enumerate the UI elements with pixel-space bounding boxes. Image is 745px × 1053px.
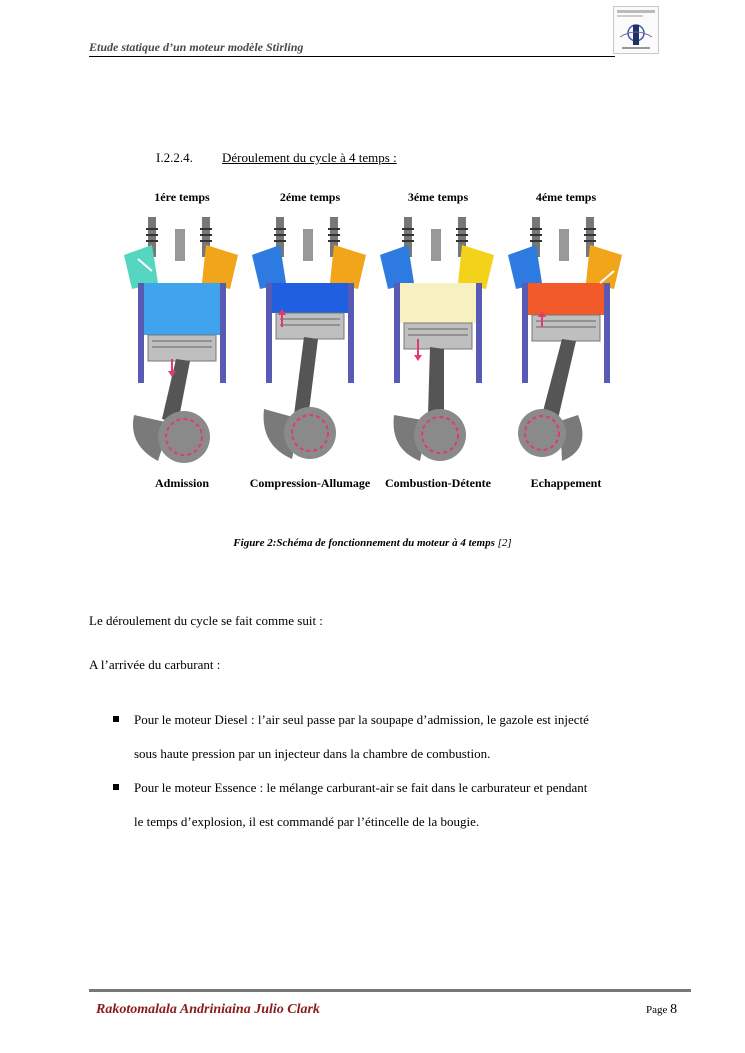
engine-diagram-intake [124, 217, 238, 463]
page-number-value: 8 [670, 1002, 678, 1017]
list-item-line: Pour le moteur Diesel : l’air seul passe… [134, 712, 589, 727]
stage-4: 4éme temps [502, 185, 630, 495]
stage-1: 1ére temps [118, 185, 246, 495]
footer-author: Rakotomalala Andriniaina Julio Clark [96, 1002, 320, 1017]
list-item: Pour le moteur Diesel : l’air seul passe… [113, 703, 673, 771]
stage-label: Echappement [530, 476, 602, 490]
bullet-square-icon [113, 716, 119, 722]
stage-label: Admission [154, 476, 210, 490]
list-item-line: le temps d’explosion, il est commandé pa… [134, 814, 480, 829]
section-heading: I.2.2.4. Déroulement du cycle à 4 temps : [156, 150, 397, 166]
footer-divider [89, 989, 691, 992]
stage-title: 1ére temps [154, 190, 210, 204]
list-item-line: Pour le moteur Essence : le mélange carb… [134, 780, 588, 795]
engine-diagram-exhaust [508, 217, 622, 461]
section-title: Déroulement du cycle à 4 temps : [222, 150, 397, 165]
engine-cycle-figure: 1ére temps [118, 185, 628, 495]
page-number: Page 8 [646, 1002, 677, 1018]
stage-label: Combustion-Détente [385, 476, 491, 490]
stage-title: 2éme temps [279, 190, 341, 204]
running-title: Etude statique d’un moteur modèle Stirli… [89, 40, 615, 57]
engine-diagram-compression [252, 217, 366, 459]
bullet-square-icon [113, 784, 119, 790]
stage-title: 4éme temps [535, 190, 597, 204]
institution-logo [613, 6, 659, 54]
stage-3: 3éme temps Combusti [374, 185, 502, 495]
paragraph-intro: Le déroulement du cycle se fait comme su… [89, 613, 323, 628]
section-number: I.2.2.4. [156, 150, 193, 165]
list-item-line: sous haute pression par un injecteur dan… [134, 746, 491, 761]
stage-label: Compression-Allumage [249, 476, 371, 490]
figure-caption-reference: [2] [497, 537, 512, 549]
stage-title: 3éme temps [407, 190, 469, 204]
figure-caption: Figure 2:Schéma de fonctionnement du mot… [0, 537, 745, 549]
paragraph-subheading: A l’arrivée du carburant : [89, 657, 221, 672]
list-item: Pour le moteur Essence : le mélange carb… [113, 771, 673, 839]
bullet-list: Pour le moteur Diesel : l’air seul passe… [113, 703, 673, 839]
figure-caption-text: Figure 2:Schéma de fonctionnement du mot… [233, 537, 495, 549]
stage-2: 2éme temps Compress [246, 185, 374, 495]
engine-diagram-combustion [380, 217, 494, 461]
page-label: Page [646, 1004, 668, 1016]
